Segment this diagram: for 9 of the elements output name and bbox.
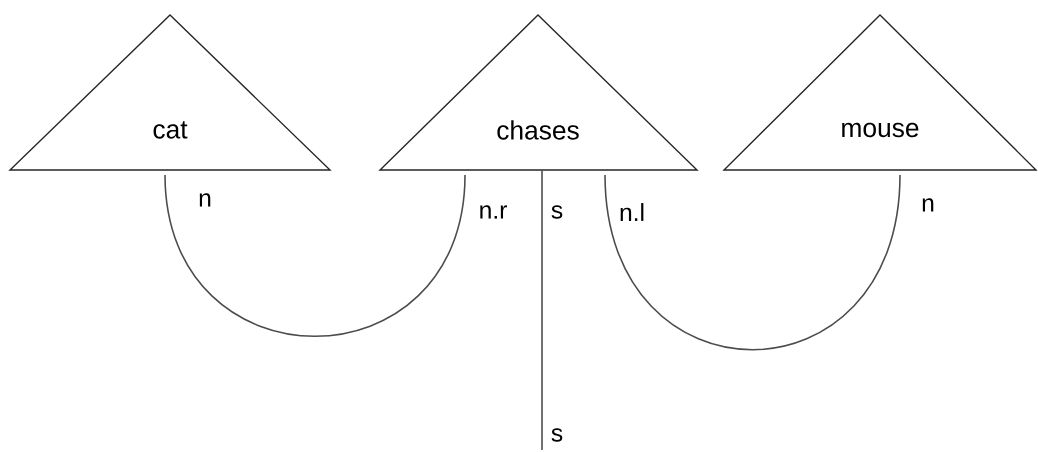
wire bbox=[164, 174, 466, 338]
wire bbox=[541, 169, 543, 451]
wire-label: n.r bbox=[480, 205, 507, 219]
wire-label: n bbox=[199, 193, 211, 207]
wire-label: n bbox=[922, 198, 934, 212]
wire-label: s bbox=[551, 428, 563, 442]
wire-label: s bbox=[551, 205, 563, 219]
wire bbox=[604, 174, 901, 351]
wire-label: n.l bbox=[620, 203, 644, 221]
